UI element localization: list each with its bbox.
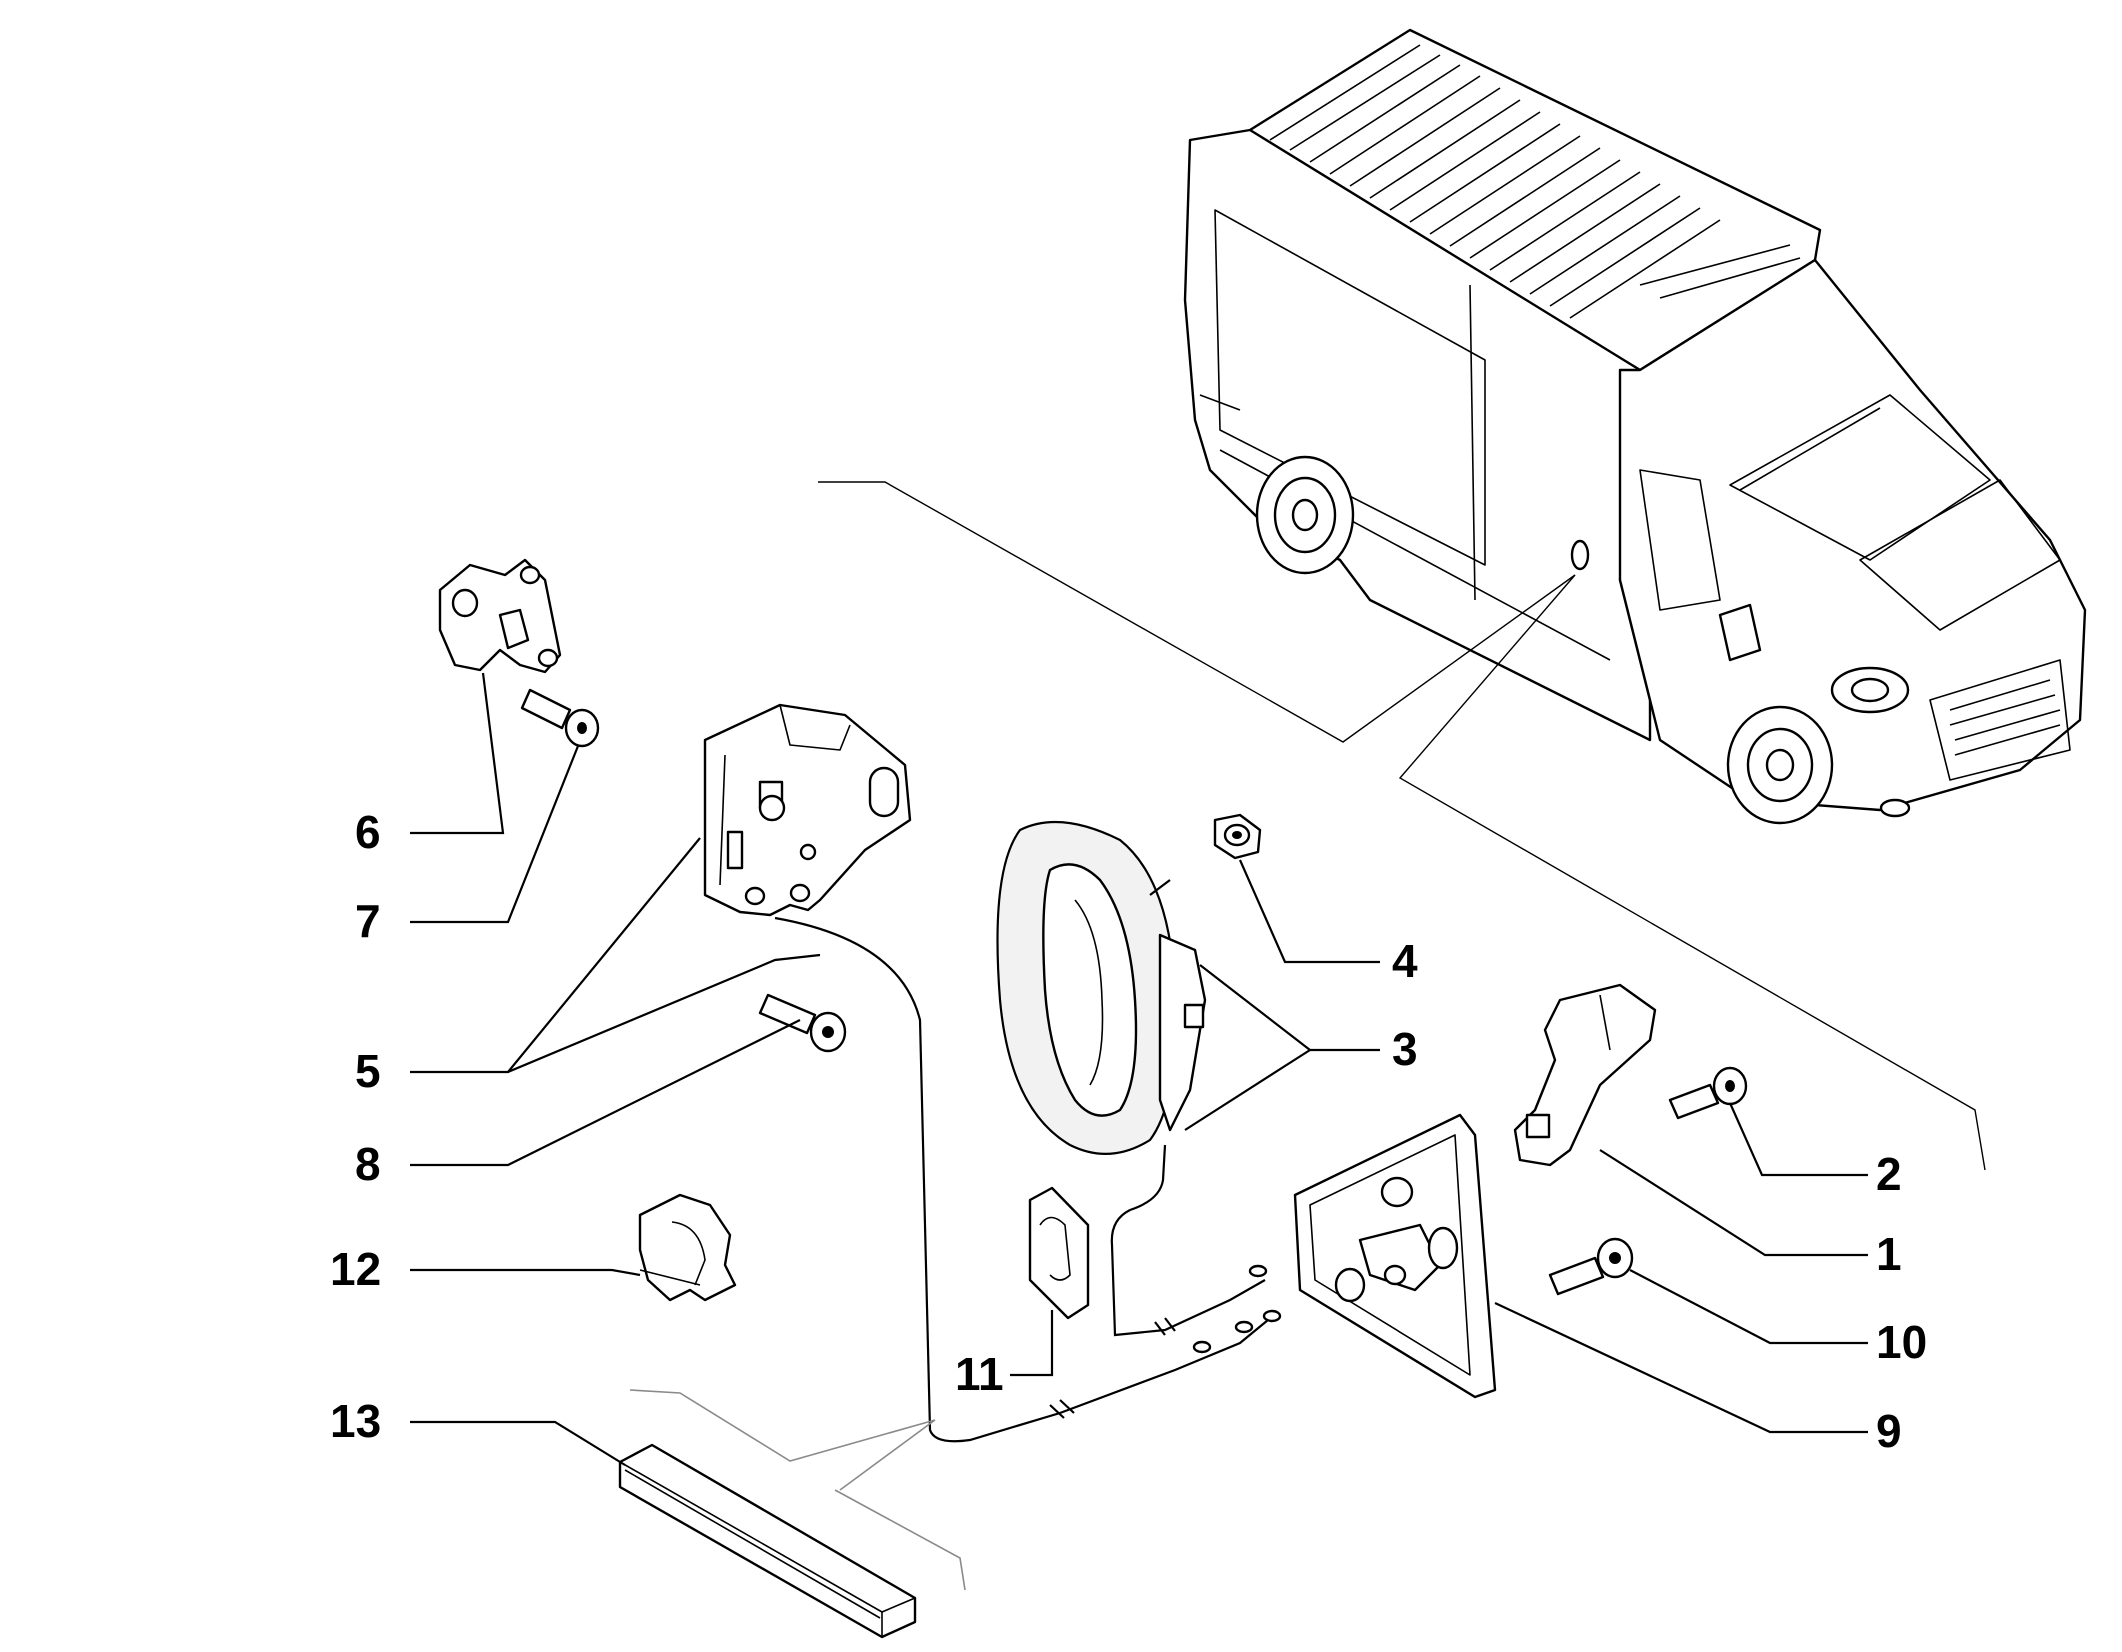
part-12-clip (638, 1193, 737, 1302)
callout-11: 11 (955, 1348, 1004, 1400)
van-pointer-lines (818, 481, 1986, 1171)
callout-4: 4 (1392, 935, 1418, 987)
part-9-lock-plate (1293, 1113, 1497, 1399)
callout-5: 5 (355, 1045, 381, 1097)
part-6-hinge-bracket (438, 558, 562, 674)
part-1-lever (1513, 983, 1657, 1167)
van-illustration (1183, 28, 2087, 825)
part-5-lock-body (703, 703, 912, 917)
part-10-bolt (1548, 1237, 1634, 1296)
part-11-cable-clip (1028, 1186, 1090, 1320)
callout-1: 1 (1876, 1228, 1902, 1280)
part-4-nut (1213, 813, 1262, 860)
callout-7: 7 (355, 895, 381, 947)
part-2-bolt (1668, 1066, 1748, 1120)
callout-10: 10 (1876, 1316, 1927, 1368)
callout-6: 6 (355, 806, 381, 858)
callout-13: 13 (330, 1395, 381, 1447)
part-8-bolt (758, 993, 847, 1053)
callout-12: 12 (330, 1243, 381, 1295)
callout-8: 8 (355, 1138, 381, 1190)
callout-3: 3 (1392, 1023, 1418, 1075)
part-3-door-handle (996, 820, 1207, 1155)
guide-lines (629, 1389, 966, 1591)
callout-2: 2 (1876, 1148, 1902, 1200)
part-13-strip (618, 1443, 917, 1639)
callout-labels: 6 7 5 8 12 13 11 4 3 2 1 10 9 (330, 806, 1927, 1457)
cables (774, 916, 1282, 1443)
callout-9: 9 (1876, 1405, 1902, 1457)
part-7-bolt (520, 688, 600, 748)
leader-lines (410, 672, 1868, 1466)
